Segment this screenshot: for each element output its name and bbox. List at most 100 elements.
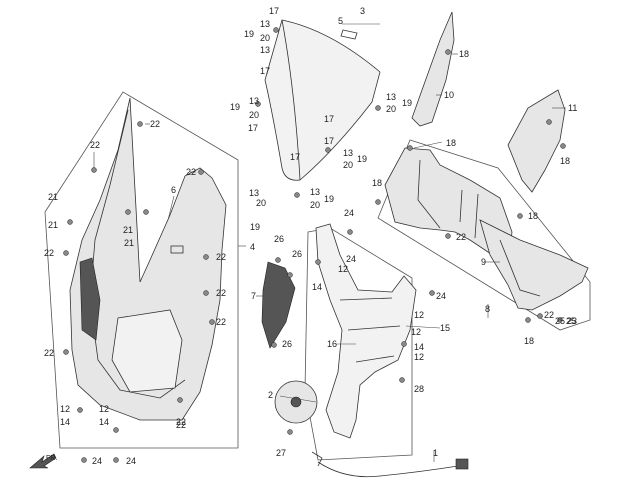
callout-number: 12	[60, 404, 70, 414]
front-cowl	[69, 97, 227, 421]
fastener-bolt	[143, 209, 149, 215]
callout-number: 13	[249, 96, 259, 106]
fastener-bolt	[137, 121, 143, 127]
callout-number: 22	[186, 167, 196, 177]
fastener-bolt	[287, 272, 293, 278]
front-cowl-assembly-frame	[44, 91, 239, 449]
callout-number: 1	[433, 448, 438, 458]
callout-number: 24	[346, 254, 356, 264]
callout-number: 18	[459, 49, 469, 59]
windscreen-caution-label	[340, 29, 358, 40]
fastener-bolt	[113, 427, 119, 433]
fastener-bolt	[560, 143, 566, 149]
fastener-bolt	[271, 342, 277, 348]
callout-number: 19	[357, 154, 367, 164]
meter-side-cover-right	[507, 89, 566, 193]
callout-number: 26	[292, 249, 302, 259]
fastener-bolt	[113, 457, 119, 463]
leader-line	[405, 325, 441, 329]
callout-number: 25	[566, 316, 576, 326]
callout-number: 19	[402, 98, 412, 108]
front-direction-indicator: FR.	[29, 453, 57, 469]
callout-number: 22	[176, 420, 186, 430]
fastener-bolt	[537, 313, 543, 319]
callout-number: 21	[123, 225, 133, 235]
front-direction-arrow-icon	[29, 453, 57, 469]
wire-harness-connector	[455, 458, 469, 470]
fastener-bolt	[407, 145, 413, 151]
callout-number: 17	[260, 66, 270, 76]
callout-labels: 1 2 3 4 5 6 7 8 9 10 11 12 13 14 15 16 1…	[48, 6, 577, 458]
windscreen-edge-line	[281, 19, 301, 181]
callout-number: 17	[269, 6, 279, 16]
callout-number: 24	[344, 208, 354, 218]
fastener-bolt	[198, 169, 204, 175]
callout-number: 10	[444, 90, 454, 100]
fastener-bolt	[273, 27, 279, 33]
callout-number: 15	[440, 323, 450, 333]
callout-number: 20	[256, 198, 266, 208]
callout-number: 6	[171, 185, 176, 195]
fastener-bolt	[445, 49, 451, 55]
callout-number: 21	[124, 238, 134, 248]
callout-number: 12	[99, 404, 109, 414]
fastener-bolt	[347, 229, 353, 235]
fastener-bolt	[125, 209, 131, 215]
callout-number: 18	[372, 178, 382, 188]
fastener-bolt	[429, 290, 435, 296]
callout-number: 20	[249, 110, 259, 120]
inner-cowl-detail	[417, 159, 479, 239]
callout-number: 20	[386, 104, 396, 114]
fastener-bolt	[209, 319, 215, 325]
callout-number: 2	[268, 390, 273, 400]
callout-number: 22	[216, 317, 226, 327]
callout-number: 18	[446, 138, 456, 148]
fastener-bolt	[375, 199, 381, 205]
callout-number: 12	[414, 310, 424, 320]
callout-number: 13	[260, 19, 270, 29]
callout-number: 7	[251, 291, 256, 301]
fastener-bolt	[203, 254, 209, 260]
callout-number: 18	[528, 211, 538, 221]
wire-harness	[317, 461, 459, 478]
callout-number: 20	[310, 200, 320, 210]
fastener-bolt	[325, 147, 331, 153]
callout-number: 22	[216, 252, 226, 262]
callout-number: 18	[560, 156, 570, 166]
callout-number: 13	[343, 148, 353, 158]
inner-cowl-assembly-frame	[377, 139, 591, 331]
side-inner-panel-edge	[499, 239, 541, 297]
horn-center	[290, 396, 302, 408]
callout-number: 17	[324, 136, 334, 146]
inner-cover-panel	[261, 261, 296, 349]
fastener-bolt	[81, 457, 87, 463]
leader-line	[167, 195, 175, 221]
callout-number: 22	[216, 288, 226, 298]
callout-number: 13	[249, 188, 259, 198]
callout-number: 21	[48, 220, 58, 230]
meter-side-cover-left	[411, 11, 455, 127]
leader-line	[279, 395, 317, 403]
callout-number: 12	[411, 327, 421, 337]
fastener-bolt	[77, 407, 83, 413]
fastener-bolt	[294, 192, 300, 198]
front-direction-label: FR.	[46, 455, 57, 462]
callout-number: 13	[260, 45, 270, 55]
fastener-bolt	[63, 349, 69, 355]
cover-fastener-hole	[546, 119, 552, 125]
callout-number: 12	[414, 352, 424, 362]
callout-number: 20	[343, 160, 353, 170]
callout-number: 22	[44, 348, 54, 358]
fastener-bolt	[401, 341, 407, 347]
callout-number: 20	[260, 33, 270, 43]
fastener-bolt	[203, 290, 209, 296]
callout-number: 22	[44, 248, 54, 258]
callout-number: 4	[250, 242, 255, 252]
callout-number: 24	[126, 456, 136, 466]
callout-number: 22	[176, 417, 186, 427]
fastener-bolt	[399, 377, 405, 383]
callout-number: 28	[414, 384, 424, 394]
leader-lines	[93, 23, 566, 462]
callout-number: 13	[310, 187, 320, 197]
